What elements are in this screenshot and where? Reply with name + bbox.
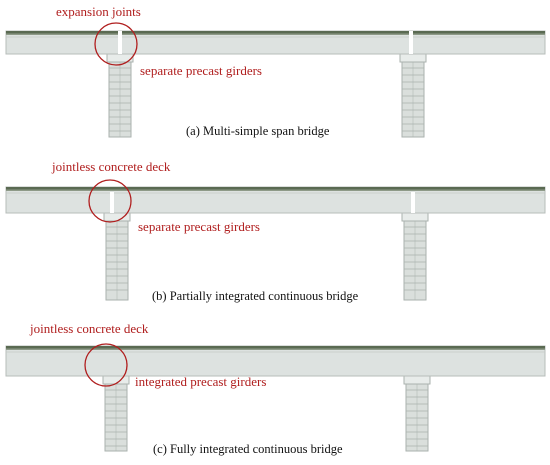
pier-2 xyxy=(401,212,429,301)
highlight-circle xyxy=(94,22,138,66)
label-separate-precast-girders-b: separate precast girders xyxy=(138,219,260,234)
deck-joint xyxy=(409,31,413,54)
highlight-circle xyxy=(88,179,132,223)
pier-1 xyxy=(106,53,134,138)
panel-a-multi-simple-span xyxy=(5,22,546,138)
caption-c: (c) Fully integrated continuous bridge xyxy=(153,442,343,456)
pier-2 xyxy=(403,375,431,452)
bridge-deck xyxy=(5,345,546,377)
label-jointless-concrete-deck-b: jointless concrete deck xyxy=(52,159,171,174)
pier-1 xyxy=(102,375,130,452)
caption-a: (a) Multi-simple span bridge xyxy=(186,124,330,138)
label-expansion-joints: expansion joints xyxy=(56,4,141,19)
pier-1 xyxy=(103,212,131,301)
panel-c-fully-integrated xyxy=(5,343,546,452)
label-jointless-concrete-deck-c: jointless concrete deck xyxy=(30,321,149,336)
deck-joint xyxy=(110,192,114,213)
label-separate-precast-girders-a: separate precast girders xyxy=(140,63,262,78)
caption-b: (b) Partially integrated continuous brid… xyxy=(152,289,359,303)
pier-2 xyxy=(399,53,427,138)
panel-b-partially-integrated xyxy=(5,179,546,301)
label-integrated-precast-girders: integrated precast girders xyxy=(135,374,267,389)
deck-joint xyxy=(118,31,122,54)
bridge-deck xyxy=(5,30,546,55)
highlight-circle xyxy=(84,343,128,387)
deck-joint xyxy=(411,192,415,213)
bridge-deck xyxy=(5,186,546,214)
